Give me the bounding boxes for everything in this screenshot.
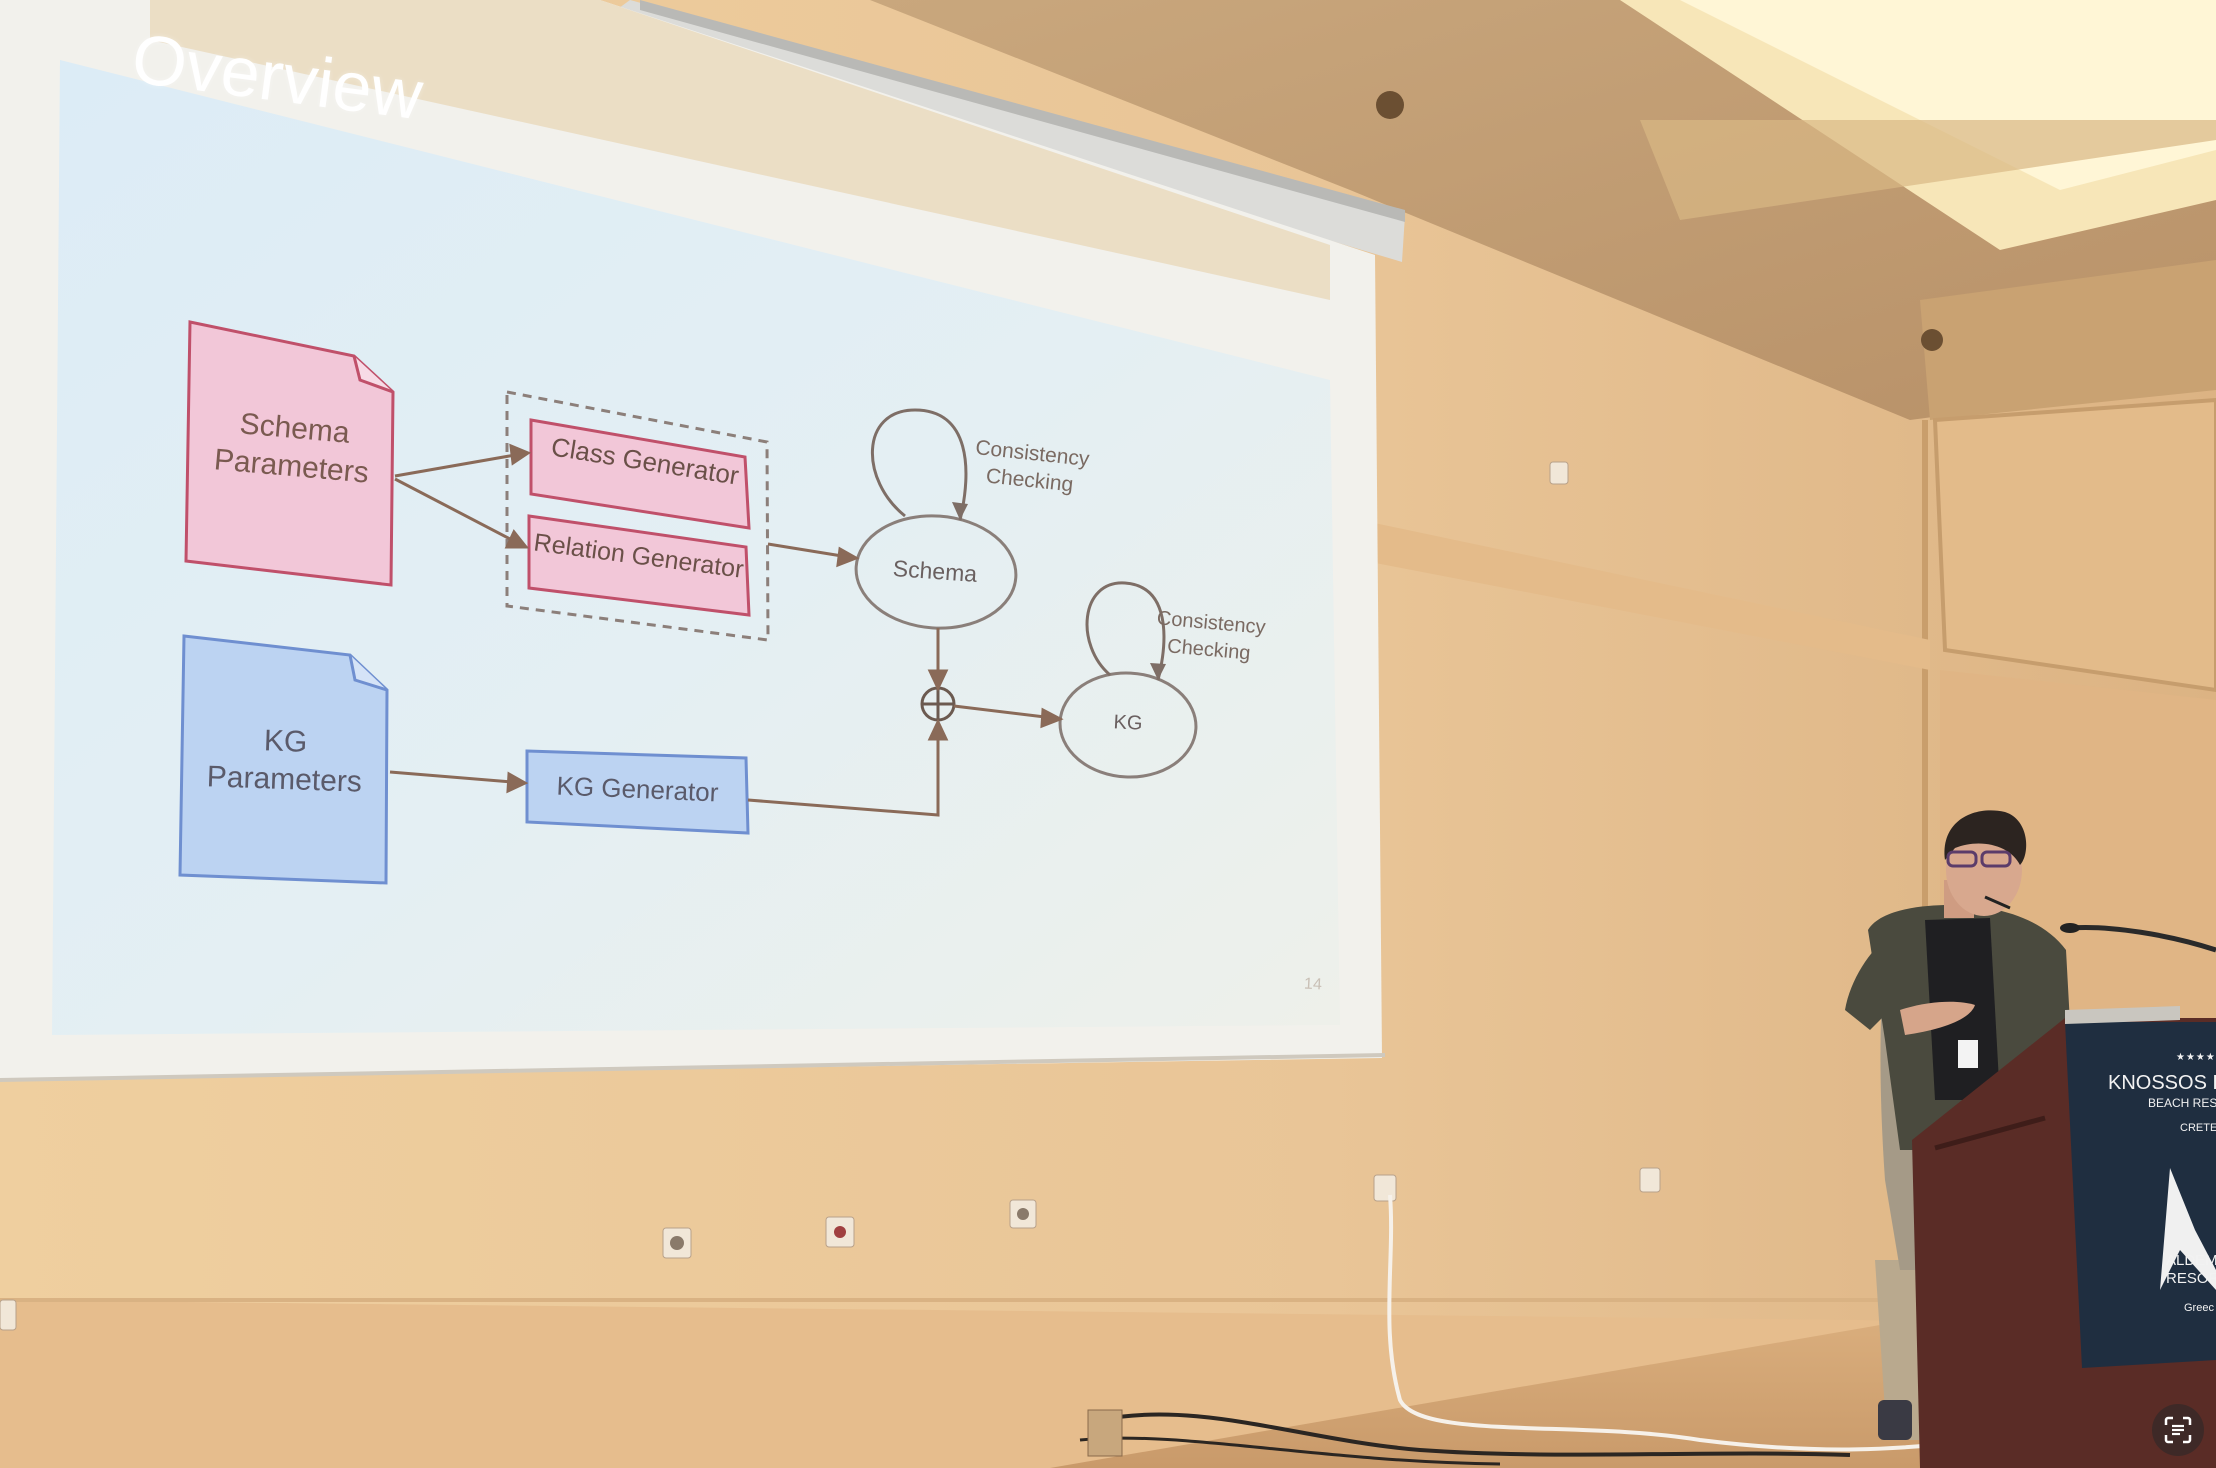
slide-page-number: 14	[1303, 975, 1323, 994]
podium-brand-line1: ALDEM	[2166, 1252, 2216, 1269]
kg-parameters-label: KG Parameters	[189, 720, 382, 803]
podium-hotel-subtitle: BEACH RES	[2148, 1096, 2216, 1110]
podium-location: CRETE	[2180, 1122, 2216, 1134]
text-scan-icon	[2164, 1416, 2192, 1444]
kg-parameters-line1: KG	[263, 724, 308, 759]
podium-hotel-name: KNOSSOS R	[2108, 1072, 2216, 1094]
consistency-checking-label-2: Consistency Checking	[1148, 605, 1272, 669]
podium-brand-line2: RESOR	[2166, 1270, 2216, 1287]
text-scan-button[interactable]	[2152, 1404, 2204, 1456]
podium-stars: ★★★★★	[2176, 1052, 2216, 1063]
podium-brand-line3: Greec	[2184, 1302, 2214, 1314]
kg-parameters-line2: Parameters	[206, 760, 363, 799]
